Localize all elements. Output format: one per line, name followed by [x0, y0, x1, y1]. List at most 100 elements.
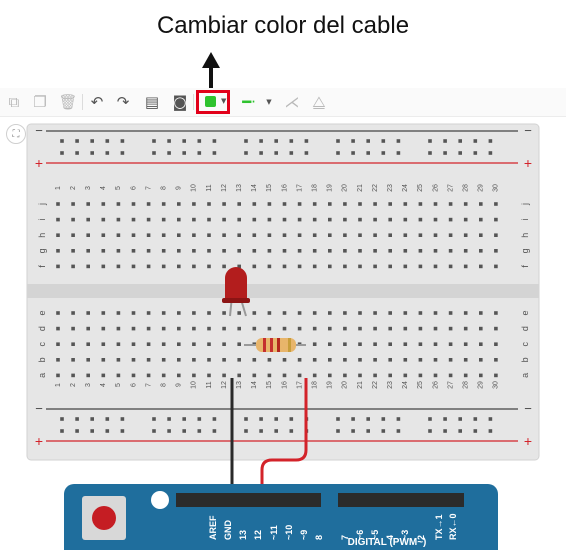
breadboard-hole — [433, 342, 438, 346]
breadboard-hole — [267, 233, 272, 237]
breadboard-hole — [86, 202, 90, 206]
breadboard-hole — [161, 326, 166, 331]
undo-icon[interactable]: ↶ — [90, 93, 104, 111]
row-letter: j — [37, 203, 47, 206]
breadboard-hole — [131, 264, 136, 269]
chevron-down-icon[interactable]: ▼ — [266, 98, 272, 106]
column-number: 4 — [100, 383, 107, 387]
rail-hole — [458, 429, 462, 433]
breadboard-hole — [358, 233, 362, 237]
reset-button-cap — [92, 506, 116, 530]
resistor-band — [277, 338, 280, 352]
breadboard-hole — [101, 202, 106, 206]
row-letter: h — [37, 233, 47, 238]
rail-hole — [274, 429, 278, 433]
row-letter: h — [520, 233, 530, 238]
rail-hole — [60, 151, 64, 155]
rail-hole — [473, 417, 478, 421]
breadboard-hole — [177, 326, 181, 331]
column-number: 12 — [221, 184, 228, 192]
flip-icon[interactable]: ⋌ — [284, 93, 300, 111]
breadboard-hole — [222, 373, 226, 378]
row-letter: c — [37, 341, 47, 346]
wire-color-swatch[interactable] — [205, 96, 216, 107]
delete-icon[interactable]: 🗑 — [58, 93, 78, 111]
breadboard-hole — [448, 249, 453, 253]
rail-hole — [274, 417, 278, 421]
breadboard-hole — [177, 264, 181, 269]
breadboard-hole — [463, 342, 468, 346]
column-number: 7 — [145, 383, 152, 387]
breadboard-hole — [56, 202, 60, 206]
breadboard-hole — [161, 264, 166, 269]
rail-plus-label: + — [524, 155, 532, 171]
row-letter: b — [520, 357, 530, 362]
breadboard-hole — [479, 373, 483, 378]
breadboard-hole — [448, 326, 453, 331]
column-number: 30 — [493, 381, 500, 389]
rail-hole — [212, 151, 217, 155]
breadboard-hole — [494, 249, 498, 253]
column-number: 1 — [55, 186, 62, 190]
breadboard-hole — [312, 342, 317, 346]
breadboard-hole — [282, 249, 287, 253]
breadboard-hole — [161, 373, 166, 378]
line-style-icon[interactable]: ━· — [242, 93, 256, 111]
breadboard-hole — [207, 311, 211, 315]
zoom-fit-icon[interactable]: ⛶ — [6, 124, 26, 144]
breadboard-hole — [237, 358, 241, 362]
pin-header-right — [338, 493, 464, 507]
breadboard-hole — [237, 373, 241, 378]
breadboard-hole — [388, 311, 392, 315]
breadboard-hole — [297, 217, 302, 222]
column-number: 28 — [463, 184, 470, 192]
breadboard-hole — [237, 342, 241, 346]
breadboard-hole — [479, 249, 483, 253]
rail-hole — [105, 417, 110, 421]
redo-icon[interactable]: ↷ — [116, 93, 130, 111]
instruction-caption: Cambiar color del cable — [156, 12, 410, 39]
breadboard-hole — [237, 264, 241, 269]
column-number: 7 — [145, 186, 152, 190]
copy-icon[interactable]: ⧉ — [8, 93, 20, 111]
breadboard-hole — [267, 202, 272, 206]
column-number: 17 — [296, 184, 303, 192]
column-number: 29 — [478, 184, 485, 192]
column-number: 27 — [447, 381, 454, 389]
rail-hole — [120, 429, 125, 433]
breadboard-hole — [373, 217, 377, 222]
breadboard-hole — [418, 358, 423, 362]
breadboard-hole — [494, 233, 498, 237]
rail-hole — [75, 151, 79, 155]
inspect-icon[interactable]: ◙ — [172, 93, 188, 111]
rail-plus-label: + — [35, 155, 43, 171]
breadboard-hole — [494, 202, 498, 206]
breadboard-hole — [403, 373, 408, 378]
breadboard-hole — [222, 342, 226, 346]
breadboard-hole — [131, 358, 136, 362]
notes-icon[interactable]: ▤ — [144, 93, 160, 111]
rail-hole — [197, 139, 202, 143]
rail-hole — [182, 139, 186, 143]
breadboard-hole — [343, 217, 347, 222]
column-number: 18 — [312, 381, 319, 389]
pin-label: 13 — [238, 530, 248, 540]
rail-hole — [381, 417, 386, 421]
breadboard-hole — [494, 326, 498, 331]
paste-icon[interactable]: ❐ — [33, 93, 47, 111]
breadboard-hole — [403, 217, 408, 222]
breadboard-hole — [433, 202, 438, 206]
chevron-down-icon[interactable]: ▼ — [221, 97, 227, 105]
row-letter: i — [520, 219, 530, 221]
rail-hole — [396, 429, 401, 433]
resistor-band — [263, 338, 266, 352]
breadboard-hole — [479, 358, 483, 362]
rail-hole — [120, 151, 125, 155]
breadboard-hole — [343, 358, 347, 362]
breadboard-hole — [86, 342, 90, 346]
breadboard-hole — [207, 202, 211, 206]
mirror-icon[interactable]: ⧋ — [312, 93, 326, 111]
row-letter: c — [520, 341, 530, 346]
breadboard-hole — [312, 311, 317, 315]
